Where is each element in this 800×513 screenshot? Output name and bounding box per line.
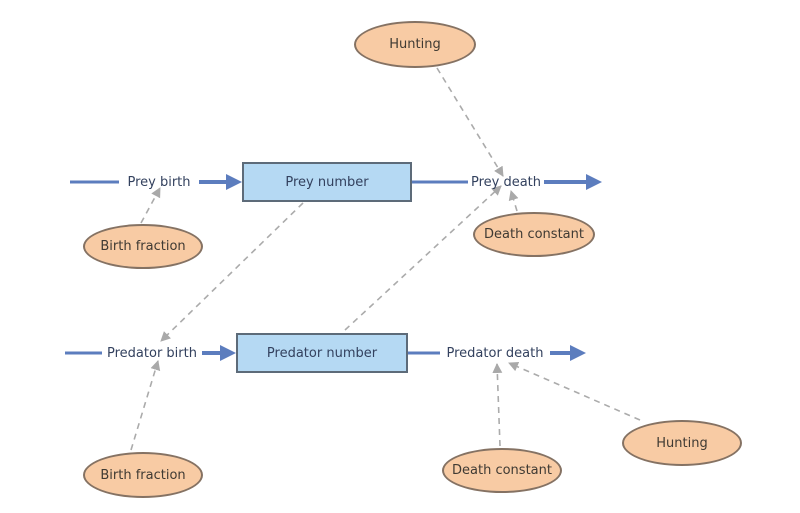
flow-prey-death[interactable]: Prey death	[470, 174, 542, 190]
converter-death-constant-prey-label: Death constant	[484, 227, 584, 242]
converter-death-constant-predator-label: Death constant	[452, 463, 552, 478]
stock-predator-number-label: Predator number	[266, 345, 378, 361]
stock-predator-number[interactable]: Predator number	[236, 333, 408, 373]
link-hunting-to-prey-death	[436, 67, 504, 177]
converter-birth-fraction-prey[interactable]: Birth fraction	[83, 224, 203, 269]
stock-prey-number-label: Prey number	[285, 174, 369, 190]
link-prey-number-to-predator-birth	[160, 202, 304, 342]
link-birth-fraction-to-prey-birth	[140, 187, 161, 224]
link-hunting-to-predator-death	[508, 362, 641, 421]
flow-predator-birth[interactable]: Predator birth	[107, 345, 197, 361]
link-predator-number-to-prey-death	[344, 185, 502, 331]
link-death-constant-to-prey-death	[508, 190, 519, 212]
converter-death-constant-prey[interactable]: Death constant	[473, 212, 595, 257]
converter-birth-fraction-prey-label: Birth fraction	[100, 239, 186, 254]
link-death-constant-to-predator-death	[492, 363, 503, 447]
converter-hunting-predator-label: Hunting	[656, 435, 708, 451]
link-birth-fraction-to-predator-birth	[130, 360, 161, 451]
converter-hunting-prey-label: Hunting	[389, 37, 441, 52]
converter-hunting-predator[interactable]: Hunting	[622, 420, 742, 466]
converter-death-constant-predator[interactable]: Death constant	[442, 448, 562, 493]
converter-birth-fraction-predator[interactable]: Birth fraction	[83, 452, 203, 498]
stock-prey-number[interactable]: Prey number	[242, 162, 412, 202]
converter-hunting-prey[interactable]: Hunting	[354, 21, 476, 68]
converter-birth-fraction-predator-label: Birth fraction	[100, 467, 186, 483]
flow-predator-death[interactable]: Predator death	[446, 345, 544, 361]
flow-prey-birth[interactable]: Prey birth	[127, 174, 191, 190]
